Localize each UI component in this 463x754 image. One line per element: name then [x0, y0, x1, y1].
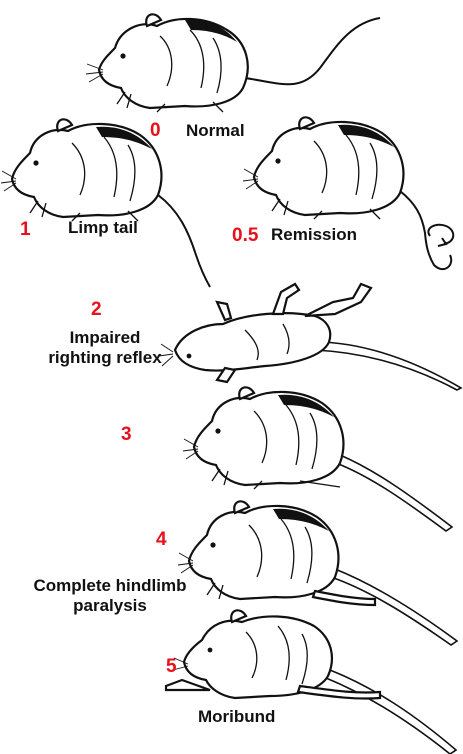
score-0: 0 [150, 121, 161, 140]
rat-impaired-righting-icon [165, 280, 463, 390]
label-remission: Remission [271, 225, 357, 245]
label-impaired-righting-reflex: Impaired righting reflex [46, 328, 164, 369]
tail-curl-icon [422, 218, 462, 252]
score-0-5: 0.5 [232, 226, 258, 245]
score-5: 5 [166, 657, 177, 676]
score-2: 2 [91, 300, 102, 319]
label-normal: Normal [186, 121, 245, 141]
label-limp-tail: Limp tail [68, 218, 138, 238]
score-1: 1 [20, 220, 31, 239]
label-line-2: paralysis [8, 596, 212, 616]
rat-moribund-icon [180, 600, 463, 754]
label-line-2: righting reflex [46, 348, 164, 368]
label-line-1: Complete hindlimb [8, 576, 212, 596]
label-complete-hindlimb-paralysis: Complete hindlimb paralysis [8, 576, 212, 617]
rat-normal-icon [95, 8, 385, 118]
label-moribund: Moribund [198, 707, 275, 727]
label-line-1: Impaired [46, 328, 164, 348]
score-3: 3 [121, 425, 132, 444]
score-4: 4 [156, 530, 167, 549]
